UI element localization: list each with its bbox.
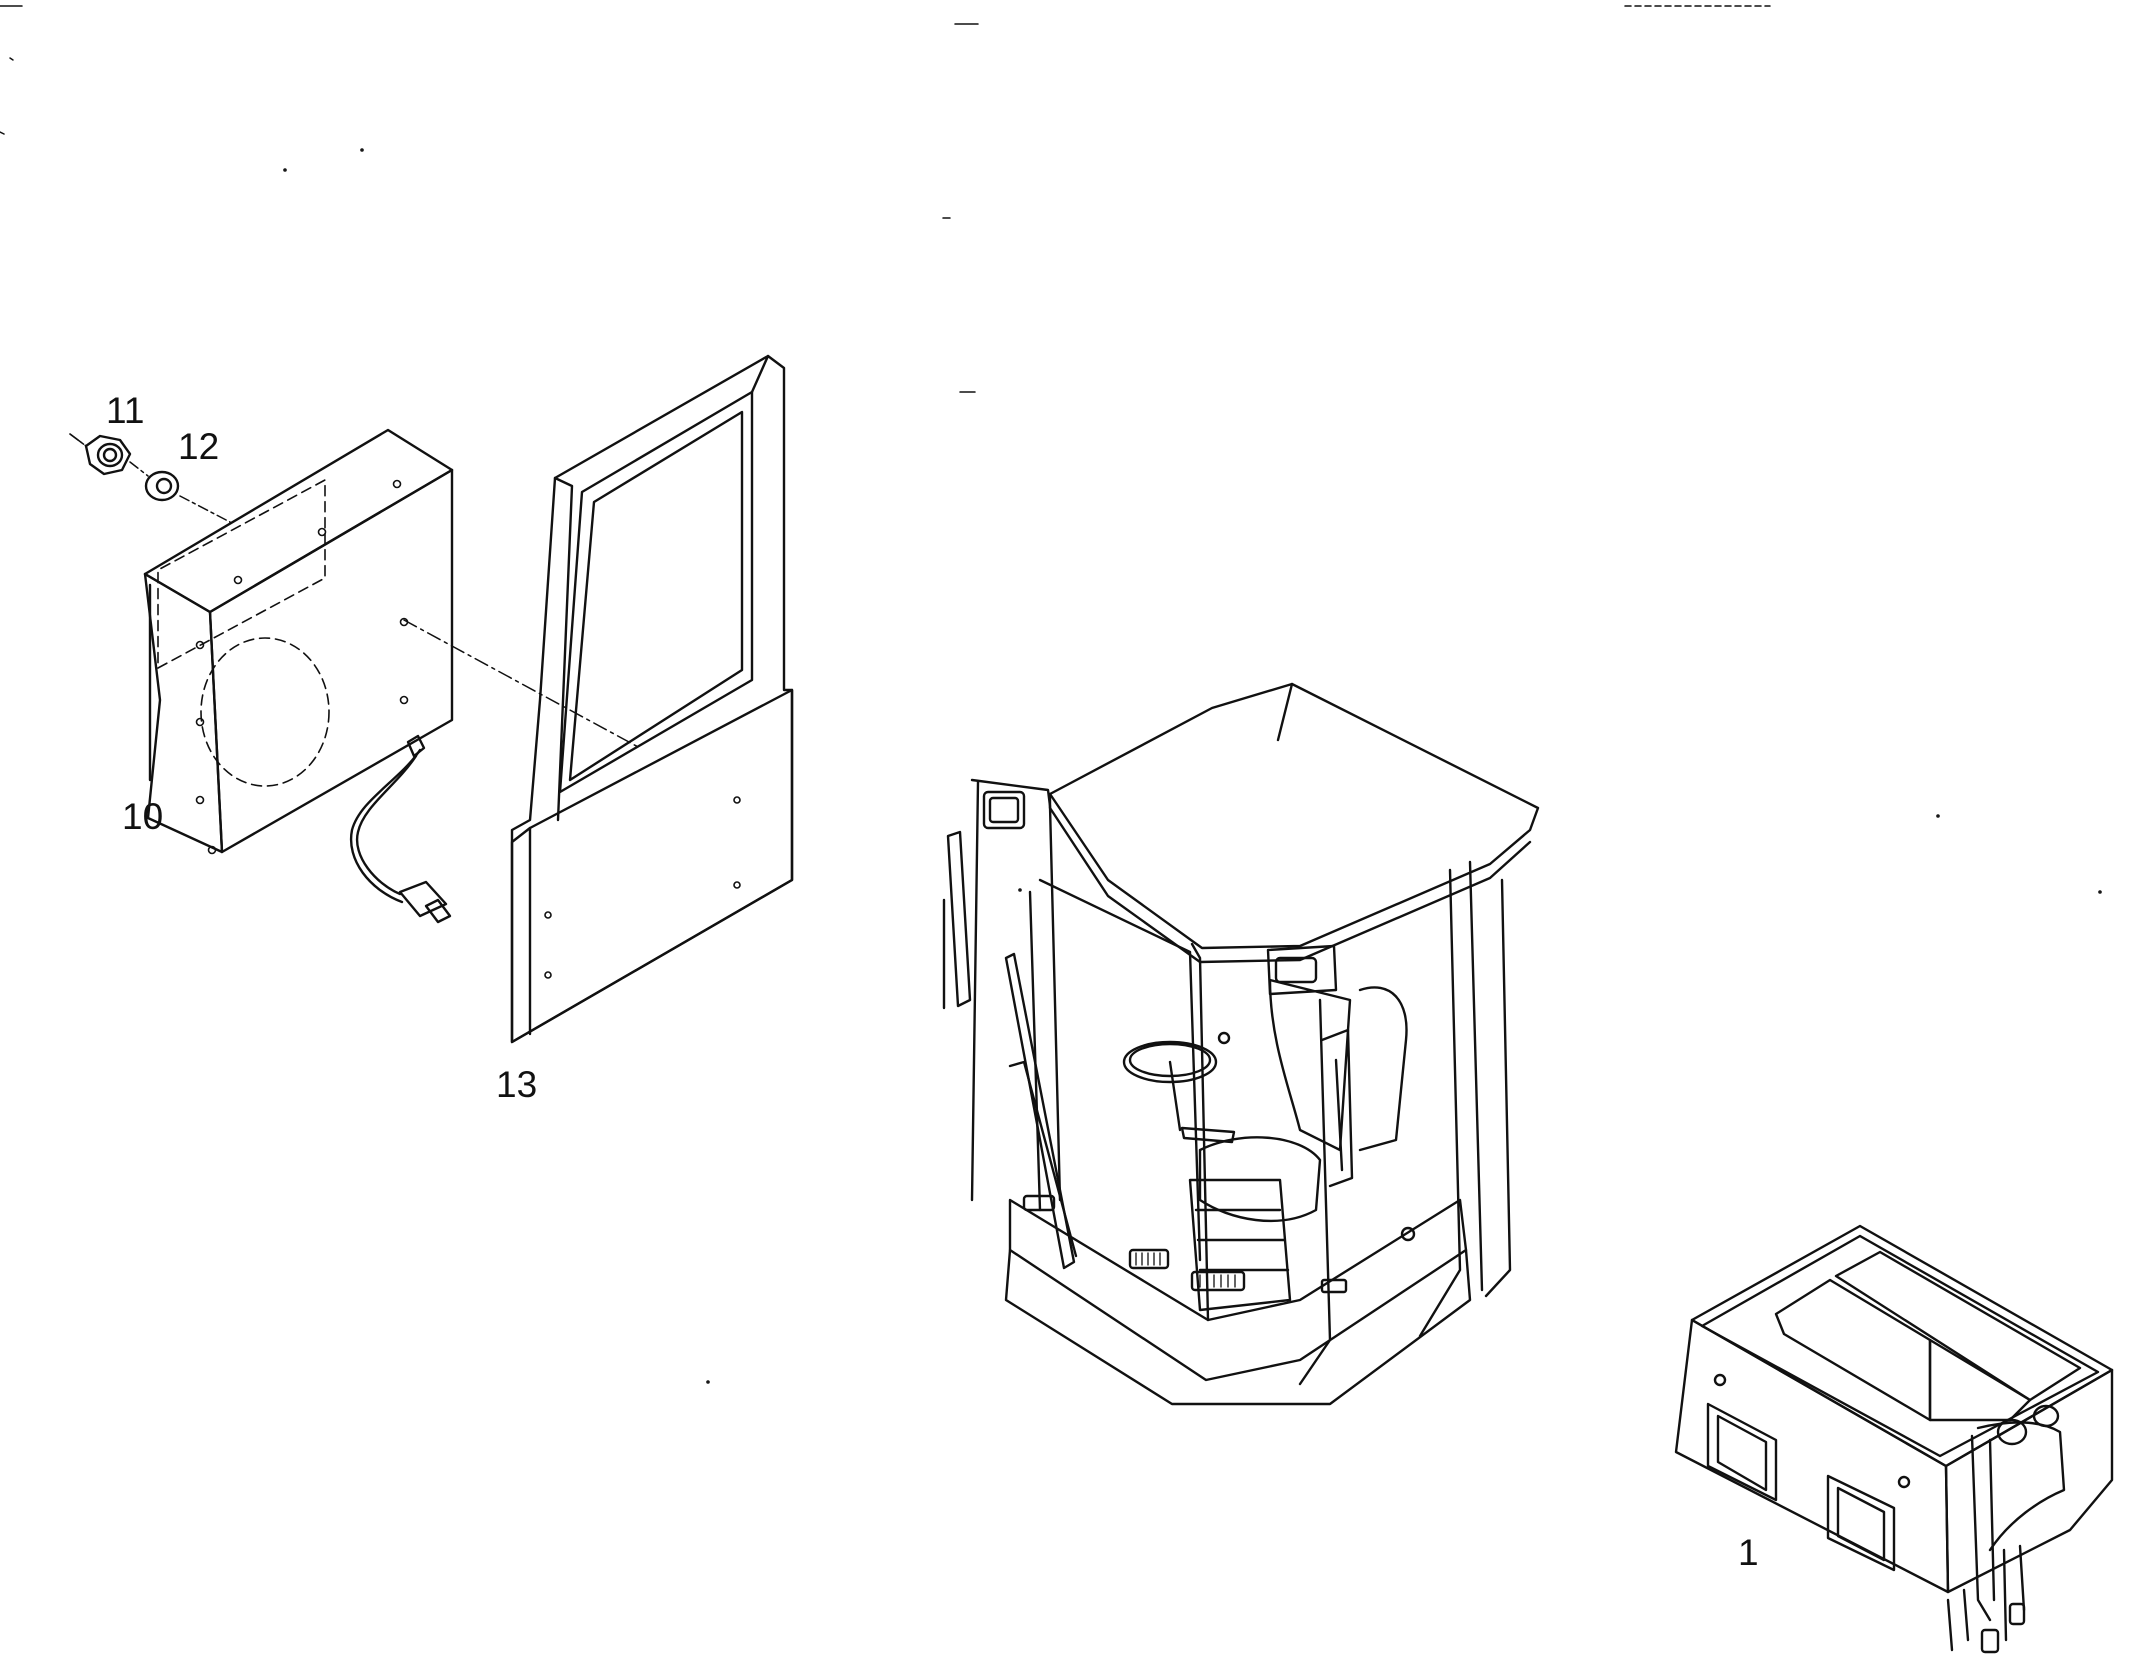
center-line-fastener-b [129, 461, 149, 477]
heater-unit-part-10 [143, 428, 454, 924]
cab-door-part-13 [510, 354, 794, 1044]
specks [283, 148, 2102, 1384]
callout-13: 13 [496, 1064, 538, 1105]
operator-cab [942, 682, 1540, 1406]
scan-marks [0, 5, 1771, 393]
center-line-mounting [403, 619, 641, 749]
callout-1: 1 [1738, 1532, 1759, 1573]
heater-core-part-1 [1674, 1224, 2114, 1654]
callout-12: 12 [178, 426, 220, 467]
nut-part-11 [84, 434, 132, 476]
callout-10: 10 [122, 796, 164, 837]
center-line-fastener-a [69, 433, 87, 447]
callout-11: 11 [106, 390, 145, 431]
washer-part-12 [144, 470, 180, 502]
center-line-fastener-c [179, 495, 231, 523]
